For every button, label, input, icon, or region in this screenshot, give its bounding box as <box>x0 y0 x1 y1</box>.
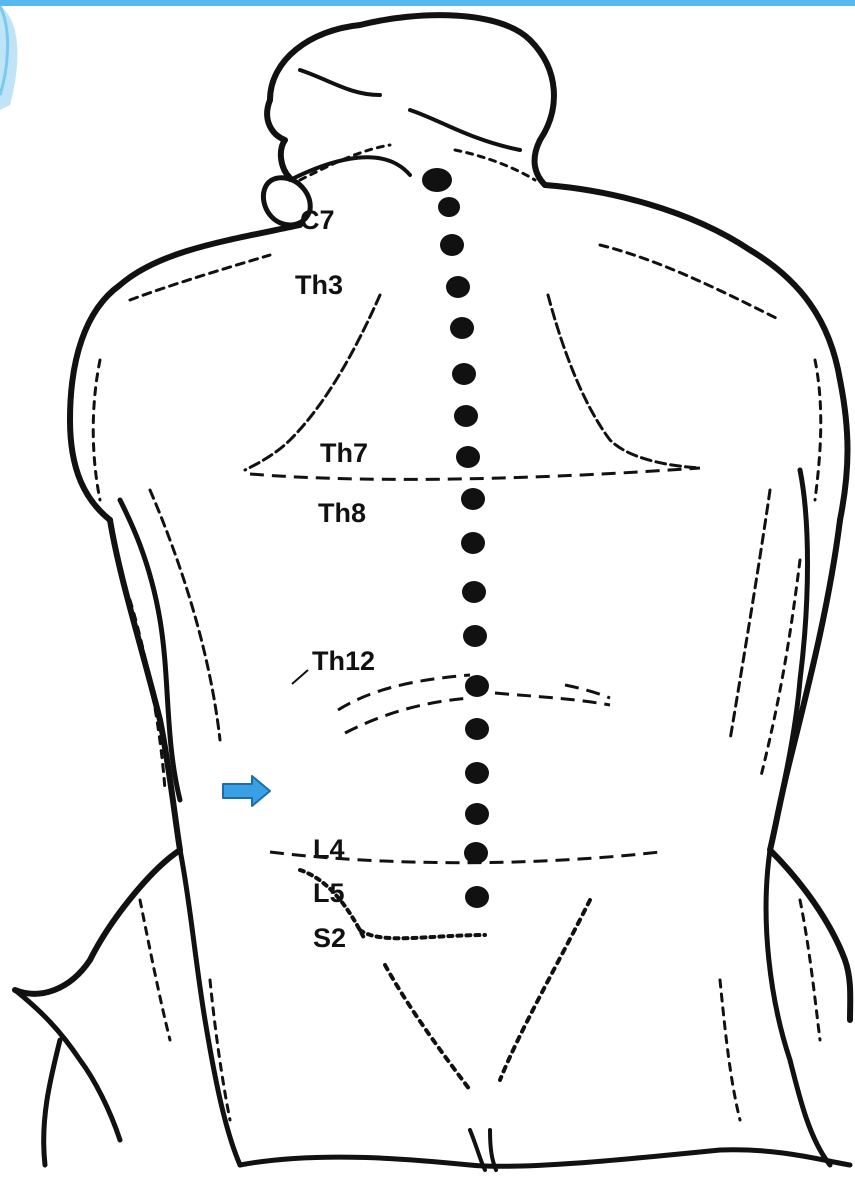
label-s2: S2 <box>313 925 346 952</box>
spine-dot <box>440 234 464 256</box>
spine-dot <box>446 276 470 298</box>
spine-dots <box>422 168 489 908</box>
th12-level-line-right-upper <box>565 685 610 698</box>
th12-level-line-lower <box>345 698 470 733</box>
label-th3: Th3 <box>295 272 343 299</box>
spine-dot <box>462 581 486 603</box>
spine-dot <box>461 488 485 510</box>
th7-level-line <box>250 468 700 479</box>
spine-dot <box>422 168 452 192</box>
th12-level-line-upper <box>338 675 470 710</box>
spine-dot <box>452 363 476 385</box>
label-l5: L5 <box>313 880 345 907</box>
th12-level-line-right <box>495 693 610 705</box>
spine-dot <box>465 762 489 784</box>
label-l4: L4 <box>313 836 345 863</box>
spine-dot <box>465 803 489 825</box>
spine-dot <box>465 675 489 697</box>
spine-dot <box>464 842 488 864</box>
label-c7: C7 <box>300 207 335 234</box>
spine-dot <box>454 405 478 427</box>
spine-dot <box>461 532 485 554</box>
label-th7: Th7 <box>320 440 368 467</box>
label-th12: Th12 <box>312 648 375 675</box>
spine-dot <box>465 886 489 908</box>
spine-dot <box>463 625 487 647</box>
spine-dot <box>456 446 480 468</box>
spine-dot <box>450 317 474 339</box>
label-th8: Th8 <box>318 500 366 527</box>
spine-dot <box>438 197 460 217</box>
spine-dot <box>465 718 489 740</box>
right-arrow-icon <box>223 776 270 806</box>
